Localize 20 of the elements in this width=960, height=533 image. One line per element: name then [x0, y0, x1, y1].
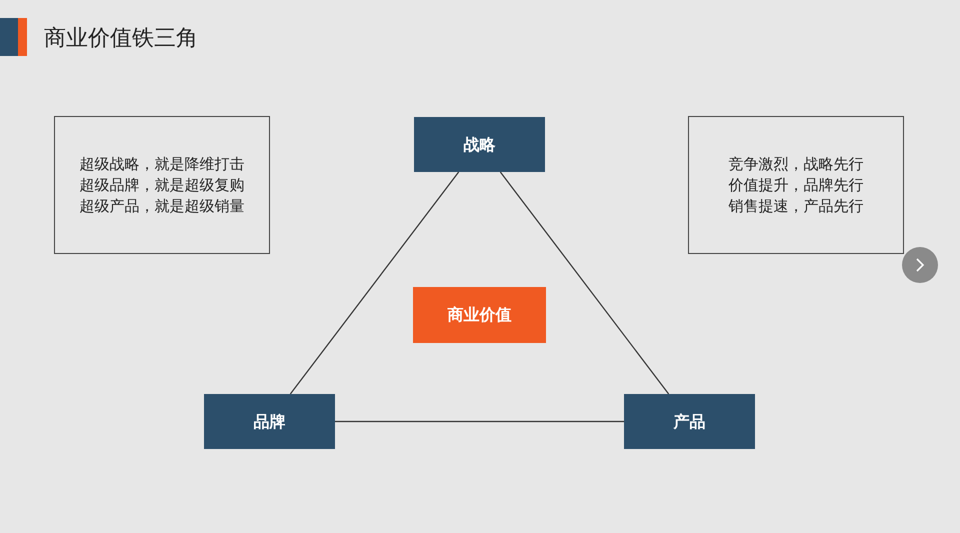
note-line: 超级战略，就是降维打击	[80, 154, 244, 174]
concept-box	[413, 287, 546, 343]
box-label: 商业价值	[448, 304, 512, 326]
connector-line	[290, 172, 460, 394]
concept-box	[624, 394, 755, 449]
note-line: 竞争激烈，战略先行	[728, 154, 864, 174]
note-box	[688, 116, 904, 254]
slide-title: 商业价值铁三角	[44, 25, 198, 53]
connector-line	[500, 172, 670, 394]
box-label: 品牌	[254, 410, 286, 432]
box-label: 产品	[674, 410, 706, 432]
note-line: 销售提速，产品先行	[728, 196, 864, 216]
note-line: 超级产品，就是超级销量	[80, 196, 244, 216]
note-box	[54, 116, 270, 254]
note-line: 价值提升，品牌先行	[728, 174, 864, 196]
connector-line	[335, 420, 624, 422]
concept-box	[204, 394, 335, 449]
note-line: 超级品牌，就是超级复购	[80, 174, 244, 196]
box-label: 战略	[464, 134, 496, 156]
concept-box	[414, 117, 545, 172]
